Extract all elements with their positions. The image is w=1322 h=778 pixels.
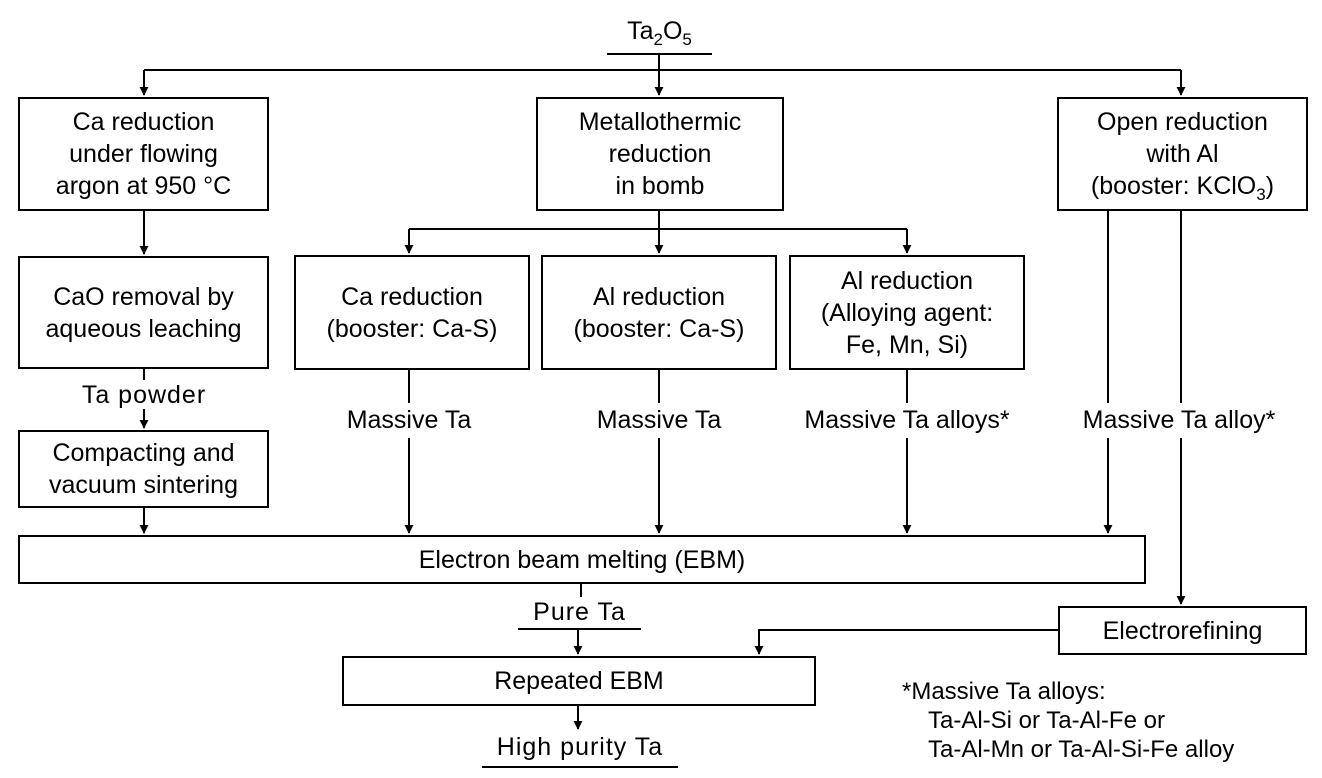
compacting-line1: Compacting and <box>52 439 235 467</box>
ca-bomb-box: Ca reduction (booster: Ca-S) <box>294 255 530 370</box>
al-alloy-line1: Al reduction <box>840 266 974 295</box>
open-reduction-box: Open reduction with Al (booster: KClO3) <box>1057 97 1308 211</box>
footnote-line1: *Massive Ta alloys: <box>902 678 1106 705</box>
ta-powder-label: Ta powder <box>81 381 207 409</box>
compacting-line2: vacuum sintering <box>49 471 238 499</box>
al-bomb-box: Al reduction (booster: Ca-S) <box>541 255 777 370</box>
footnote-line2: Ta-Al-Si or Ta-Al-Fe or <box>928 707 1165 734</box>
repeated-ebm-box: Repeated EBM <box>342 656 816 706</box>
ebm-box: Electron beam melting (EBM) <box>18 535 1146 584</box>
open-reduction-line3-sub: 3 <box>1256 185 1266 204</box>
high-purity-label: High purity Ta <box>496 733 664 761</box>
ca-bomb-line2: (booster: Ca-S) <box>326 314 498 343</box>
ca-reduction-box: Ca reduction under flowing argon at 950 … <box>18 97 269 211</box>
repeated-ebm-text: Repeated EBM <box>494 667 664 695</box>
electrorefining-text: Electrorefining <box>1102 616 1263 645</box>
metallothermic-line1: Metallothermic <box>578 108 742 136</box>
ca-reduction-line2: under flowing <box>69 140 218 168</box>
open-reduction-line2: with Al <box>1146 140 1219 168</box>
ca-reduction-line1: Ca reduction <box>72 108 215 136</box>
metallothermic-line3: in bomb <box>615 172 705 200</box>
massive-ta-alloy-label: Massive Ta alloy* <box>1064 405 1294 435</box>
source-base: Ta <box>627 17 654 45</box>
metallothermic-line2: reduction <box>608 140 712 168</box>
open-reduction-line1: Open reduction <box>1097 108 1268 136</box>
source-sub1: 2 <box>653 30 663 49</box>
ca-reduction-line3: argon at 950 °C <box>55 172 232 200</box>
pure-ta-label: Pure Ta <box>533 598 626 626</box>
compacting-box: Compacting and vacuum sintering <box>18 430 269 508</box>
arrow-electrorefining-to-repeated <box>754 629 1058 655</box>
ebm-text: Electron beam melting (EBM) <box>418 545 746 574</box>
cao-removal-line2: aqueous leaching <box>45 314 242 343</box>
ca-bomb-line1: Ca reduction <box>341 282 483 311</box>
massive-ta-label-2: Massive Ta <box>596 406 722 434</box>
open-reduction-line3: (booster: KClO3) <box>1090 170 1275 204</box>
cao-removal-box: CaO removal by aqueous leaching <box>18 256 269 369</box>
al-bomb-line2: (booster: Ca-S) <box>573 314 745 343</box>
metallothermic-box: Metallothermic reduction in bomb <box>536 97 784 211</box>
open-reduction-line3-pre: (booster: KClO <box>1090 172 1257 200</box>
al-alloy-line3: Fe, Mn, Si) <box>845 330 969 359</box>
source-mid: O <box>662 17 683 45</box>
al-bomb-line1: Al reduction <box>592 282 726 311</box>
cao-removal-line1: CaO removal by <box>53 282 234 311</box>
footnote-line3: Ta-Al-Mn or Ta-Al-Si-Fe alloy <box>928 736 1235 763</box>
al-alloy-line2: (Alloying agent: <box>820 298 994 327</box>
al-alloy-box: Al reduction (Alloying agent: Fe, Mn, Si… <box>789 255 1025 370</box>
electrorefining-box: Electrorefining <box>1058 606 1307 655</box>
open-reduction-line3-post: ) <box>1265 172 1275 200</box>
massive-ta-label-1: Massive Ta <box>346 406 472 434</box>
massive-ta-alloys-label: Massive Ta alloys* <box>804 406 1010 434</box>
source-label: Ta2O5 <box>607 16 712 49</box>
source-sub2: 5 <box>682 30 692 49</box>
